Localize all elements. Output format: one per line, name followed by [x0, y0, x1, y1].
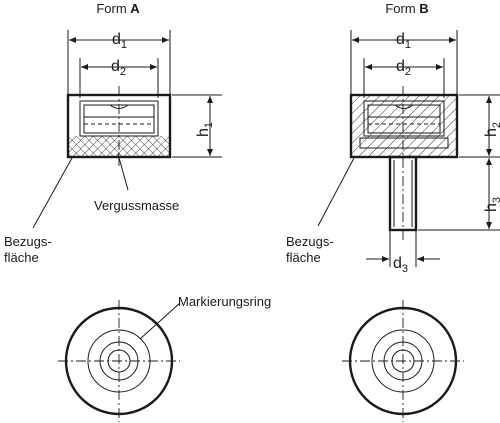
- marking-ring-label: Markierungsring: [178, 294, 271, 309]
- form-b-bubble: [394, 104, 414, 109]
- form-b-top-view: [342, 300, 464, 422]
- form-b-d2-label: d2: [396, 58, 411, 78]
- form-b-d1-label: d1: [396, 31, 411, 51]
- form-b-section-view: Form B d1 d2 h2 h3: [286, 1, 500, 275]
- form-b-title: Form B: [385, 1, 428, 16]
- marking-ring-leader: [139, 302, 181, 340]
- form-a-title: Form A: [96, 1, 140, 16]
- form-a-d1-label: d1: [112, 31, 127, 51]
- marking-ring-callout: Markierungsring: [139, 294, 271, 340]
- form-b-h3-label: h3: [483, 197, 500, 212]
- form-a-h1-label: h1: [195, 122, 215, 137]
- form-a-potting-leader: [117, 153, 129, 191]
- form-b-h2-label: h2: [483, 122, 500, 137]
- form-a-reference-label-line1: Bezugs-: [4, 234, 52, 249]
- form-b-magnet: [367, 116, 441, 134]
- form-b-reference-label-line2: fläche: [286, 250, 321, 265]
- form-a-potting-label: Vergussmasse: [94, 198, 179, 213]
- form-b-d3-label: d3: [393, 255, 408, 275]
- form-a-section-view: Form A d1 d2 h1 Vergussmasse Bezugs- flä…: [4, 1, 222, 265]
- form-b-reference-leader: [317, 157, 355, 227]
- form-b-base-plate: [359, 137, 449, 149]
- form-b-reference-label-line1: Bezugs-: [286, 234, 334, 249]
- form-a-top-view: [58, 300, 180, 422]
- form-b-magnet-cavity: [363, 100, 445, 137]
- form-a-reference-label-line2: fläche: [4, 250, 39, 265]
- form-a-d2-label: d2: [111, 58, 126, 78]
- form-a-reference-leader: [32, 157, 73, 229]
